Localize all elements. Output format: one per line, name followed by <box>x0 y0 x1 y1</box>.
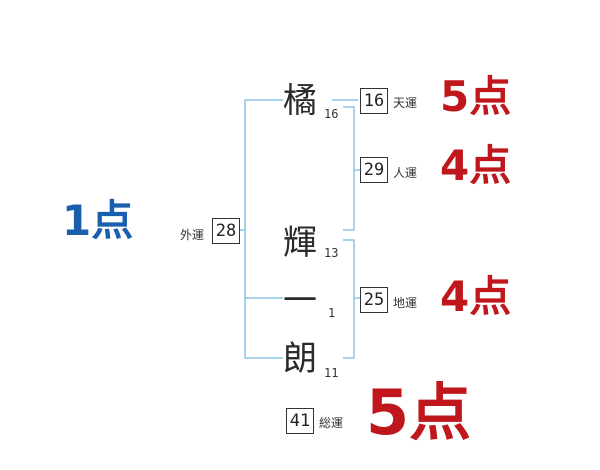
name-char-4: 朗 <box>283 339 317 379</box>
name-char-1-strokes: 16 <box>324 107 339 121</box>
outer-bracket <box>244 99 283 359</box>
souun-label: 総運 <box>319 416 344 430</box>
jinun-label: 人運 <box>393 166 418 180</box>
souun-value-box: 41 <box>286 408 314 434</box>
tenun-value-box: 16 <box>360 88 388 114</box>
tenun-score: 5点 <box>440 72 512 121</box>
tenun-label: 天運 <box>393 96 418 110</box>
name-char-3: 一 <box>283 281 317 321</box>
jinun-score: 4点 <box>440 141 512 190</box>
gaiun-score: 1点 <box>62 196 134 245</box>
chiun-value-box: 25 <box>360 287 388 313</box>
gaiun-label: 外運 <box>180 228 205 242</box>
name-char-4-strokes: 11 <box>324 366 339 380</box>
jinun-bracket <box>343 106 355 231</box>
chiun-label: 地運 <box>393 296 418 310</box>
gaiun-value-box: 28 <box>212 218 240 244</box>
name-char-3-strokes: 1 <box>328 306 336 320</box>
souun-score: 5点 <box>366 376 472 449</box>
jinun-value-box: 29 <box>360 157 388 183</box>
chiun-bracket <box>343 239 355 359</box>
name-char-2: 輝 <box>283 223 317 263</box>
name-char-2-strokes: 13 <box>324 246 339 260</box>
chiun-score: 4点 <box>440 272 512 321</box>
name-char-1: 橘 <box>283 81 317 121</box>
